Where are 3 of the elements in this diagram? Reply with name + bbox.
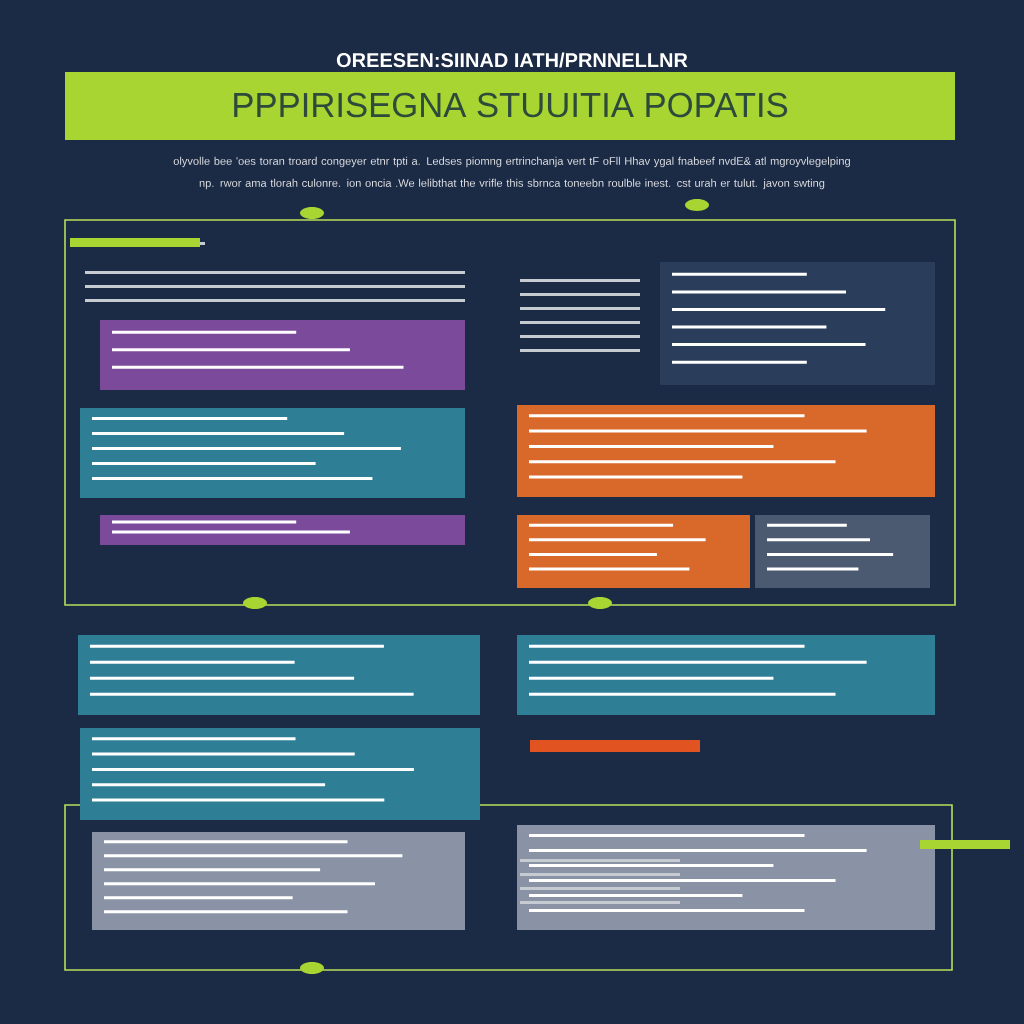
intro-paragraph: olyvolle bee 'oes toran troard congeyer etnr tpti a. Ledses piomng ertrinchanja vert tF oFll Hhav ygal fnabeef nvdE& atl mgroyvlegelping np. rwor ama tlorah culonre. ion oncia .We lelibthat the vrifle this sbrnca toneebn roulble inest. cst urah er tulut. javon swting bbox=[173, 156, 850, 190]
title-banner: PPPIRISEGNA STUUITIA POPATIS bbox=[65, 72, 955, 140]
heading: OREESEN:SIINAD IATH/PRNNELLNR bbox=[336, 52, 688, 68]
